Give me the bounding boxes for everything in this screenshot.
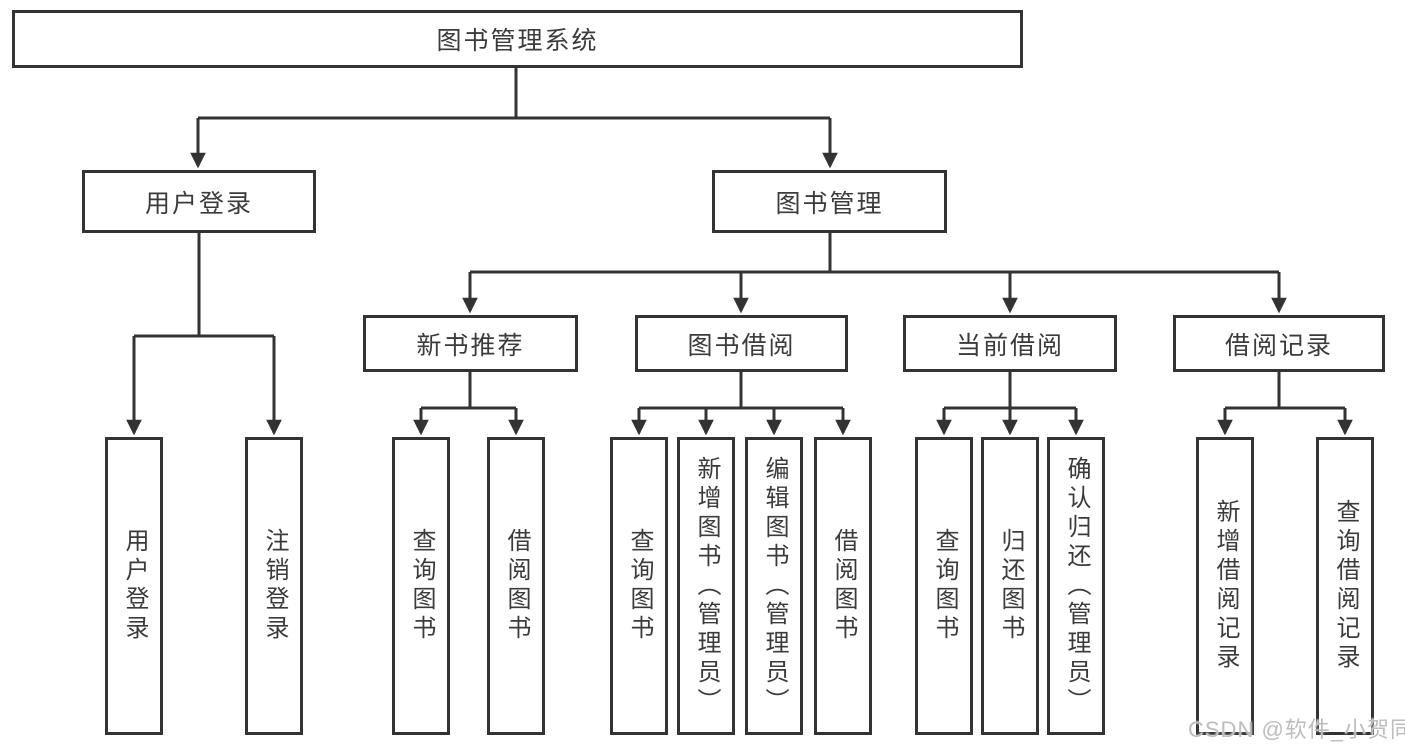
node-new-book-recommend: 新书推荐 — [363, 315, 578, 372]
leaf-label: 查询图书 — [626, 528, 653, 644]
node-borrow-record: 借阅记录 — [1173, 315, 1385, 372]
leaf-user-login: 用户登录 — [105, 437, 163, 735]
node-book-management: 图书管理 — [712, 170, 947, 233]
node-root: 图书管理系统 — [12, 10, 1023, 68]
leaf-borrow-query-book: 查询图书 — [610, 437, 668, 735]
leaf-query-borrow-record: 查询借阅记录 — [1316, 437, 1374, 735]
leaf-label: 用户登录 — [121, 528, 148, 644]
leaf-edit-book-admin: 编辑图书（管理员） — [745, 437, 803, 735]
leaf-current-query-book: 查询图书 — [915, 437, 973, 735]
leaf-confirm-return-admin: 确认归还（管理员） — [1047, 437, 1105, 735]
leaf-add-book-admin: 新增图书（管理员） — [677, 437, 735, 735]
leaf-label: 查询借阅记录 — [1332, 499, 1359, 673]
leaf-borrow-book: 借阅图书 — [814, 437, 872, 735]
leaf-return-book: 归还图书 — [981, 437, 1039, 735]
leaf-label: 编辑图书（管理员） — [761, 455, 788, 717]
leaf-label: 查询图书 — [931, 528, 958, 644]
leaf-add-borrow-record: 新增借阅记录 — [1196, 437, 1254, 735]
leaf-label: 新增图书（管理员） — [693, 455, 720, 717]
csdn-watermark: CSDN @软件_小贺同学 — [1188, 717, 1405, 742]
node-user-login: 用户登录 — [82, 170, 316, 233]
node-current-borrow: 当前借阅 — [903, 315, 1117, 372]
node-book-borrow: 图书借阅 — [635, 315, 848, 372]
leaf-label: 注销登录 — [261, 528, 288, 644]
leaf-recommend-query-book: 查询图书 — [392, 437, 450, 735]
leaf-label: 归还图书 — [997, 528, 1024, 644]
leaf-recommend-borrow-book: 借阅图书 — [487, 437, 545, 735]
leaf-label: 查询图书 — [408, 528, 435, 644]
leaf-label: 借阅图书 — [830, 528, 857, 644]
leaf-label: 确认归还（管理员） — [1063, 455, 1090, 717]
leaf-logout: 注销登录 — [245, 437, 303, 735]
leaf-label: 新增借阅记录 — [1212, 499, 1239, 673]
leaf-label: 借阅图书 — [503, 528, 530, 644]
